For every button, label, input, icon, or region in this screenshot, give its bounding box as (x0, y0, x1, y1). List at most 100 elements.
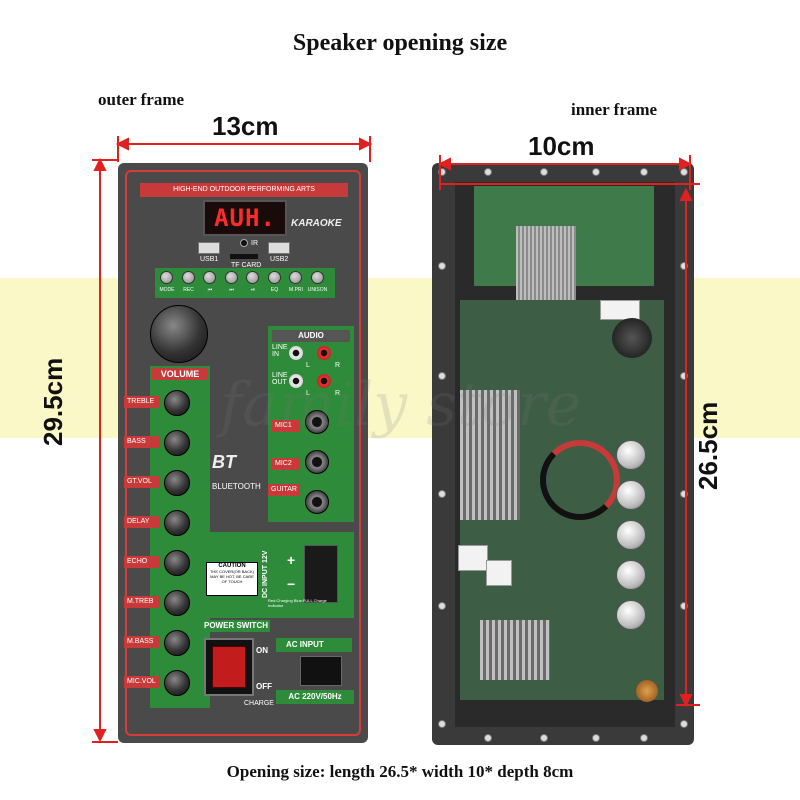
big-capacitor (612, 318, 652, 358)
panel-button (267, 271, 281, 284)
ir-label: IR (251, 240, 258, 247)
control-knob (164, 470, 190, 496)
knob-label: GT.VOL (124, 476, 160, 488)
screw-hole (640, 734, 648, 742)
bt-logo: BT (212, 452, 236, 472)
bottom-heatsink (480, 620, 550, 680)
usb1-label: USB1 (200, 256, 219, 263)
inner-width-arrow-left (437, 157, 451, 171)
screw-hole (484, 168, 492, 176)
inner-frame-label: inner frame (571, 100, 658, 119)
screw-hole (438, 490, 446, 498)
ribbon-cable (516, 226, 576, 306)
capacitor (616, 520, 646, 550)
knob-label: M.TREB (124, 596, 160, 608)
karaoke-brand: KARAOKE (291, 218, 342, 229)
panel-button-label: ⏭ (229, 287, 234, 293)
left-heatsink (460, 390, 520, 520)
bluetooth-label: BLUETOOTH (212, 482, 261, 491)
ir-sensor (240, 239, 248, 247)
screw-hole (680, 168, 688, 176)
caution-text: THE COVER(OR BACK) MAY BE HOT, BE CARE O… (209, 569, 254, 584)
capacitor (616, 560, 646, 590)
ac-input-label: AC INPUT (276, 638, 352, 652)
connector-3 (600, 300, 640, 320)
power-switch (204, 638, 254, 696)
panel-button (289, 271, 302, 284)
outer-height-arrow-top (93, 157, 107, 171)
led-display: AUH. (203, 200, 287, 236)
inner-height-arrow-bottom (679, 694, 693, 708)
power-on-label: ON (256, 646, 268, 655)
line-in-label: LINE IN (272, 344, 288, 358)
watermark: family store (220, 370, 582, 440)
control-knob (164, 510, 190, 536)
screw-hole (592, 734, 600, 742)
panel-red-frame (125, 170, 361, 736)
mic2-jack (305, 450, 329, 474)
charge-label: CHARGE (244, 700, 274, 707)
wire-loop (540, 440, 620, 520)
guitar-jack (305, 490, 329, 514)
dc-terminal (304, 545, 338, 603)
charging-note: Red:Charging Blue:FULL Charge Indicator (268, 598, 327, 608)
inner-width-label: 10cm (528, 131, 595, 161)
line-out-l-label: L (306, 390, 310, 397)
usb1-port (198, 242, 220, 254)
knob-label: TREBLE (124, 396, 160, 408)
mic2-label: MIC2 (272, 458, 300, 470)
opening-size-caption: Opening size: length 26.5* width 10* dep… (226, 762, 574, 781)
panel-button-label: MODE (159, 287, 175, 293)
tf-card-label: TF CARD (231, 262, 262, 269)
outer-width-arrow-left (115, 137, 129, 151)
line-in-l-jack (289, 346, 303, 360)
screw-hole (438, 602, 446, 610)
volume-knob (150, 305, 208, 363)
panel-button (246, 271, 259, 284)
line-out-label: LINE OUT (272, 372, 288, 386)
outer-width-label: 13cm (212, 111, 279, 141)
panel-button-label: EQ (270, 287, 279, 293)
screw-hole (438, 262, 446, 270)
line-out-r-label: R (335, 390, 341, 397)
screw-hole (540, 734, 548, 742)
line-in-r-jack (317, 346, 331, 360)
panel-button-label: REC (183, 287, 194, 293)
line-in-r-label: R (335, 362, 341, 369)
control-knob (164, 390, 190, 416)
usb2-label: USB2 (270, 256, 289, 263)
panel-button-label: UNISON (307, 287, 328, 293)
potentiometer (636, 680, 658, 702)
screw-hole (540, 168, 548, 176)
tf-card-slot (230, 254, 258, 259)
screw-hole (680, 602, 688, 610)
control-knob (164, 430, 190, 456)
screw-hole (680, 262, 688, 270)
screw-hole (438, 372, 446, 380)
screw-hole (592, 168, 600, 176)
power-off-label: OFF (256, 682, 272, 691)
mic1-jack (305, 410, 329, 434)
panel-button (181, 271, 195, 284)
screw-hole (484, 734, 492, 742)
knob-label: MIC.VOL (124, 676, 160, 688)
screw-hole (680, 720, 688, 728)
caution-title: CAUTION (218, 563, 246, 569)
audio-label: AUDIO (272, 330, 350, 342)
panel-button-label: M.PRI (289, 287, 303, 293)
knob-label: M.BASS (124, 636, 160, 648)
dc-minus: − (287, 576, 296, 592)
caution-box: CAUTION THE COVER(OR BACK) MAY BE HOT, B… (206, 562, 258, 596)
panel-banner: HIGH-END OUTDOOR PERFORMING ARTS (140, 183, 348, 197)
usb2-port (268, 242, 290, 254)
control-knob (164, 550, 190, 576)
capacitor (616, 600, 646, 630)
screw-hole (438, 720, 446, 728)
line-out-l-jack (289, 374, 303, 388)
outer-height-arrow-bottom (93, 729, 107, 743)
ac-rating-label: AC 220V/50Hz (276, 690, 354, 704)
connector-2 (486, 560, 512, 586)
control-knob (164, 630, 190, 656)
panel-button-label: ⏯ (250, 287, 255, 293)
capacitor (616, 480, 646, 510)
